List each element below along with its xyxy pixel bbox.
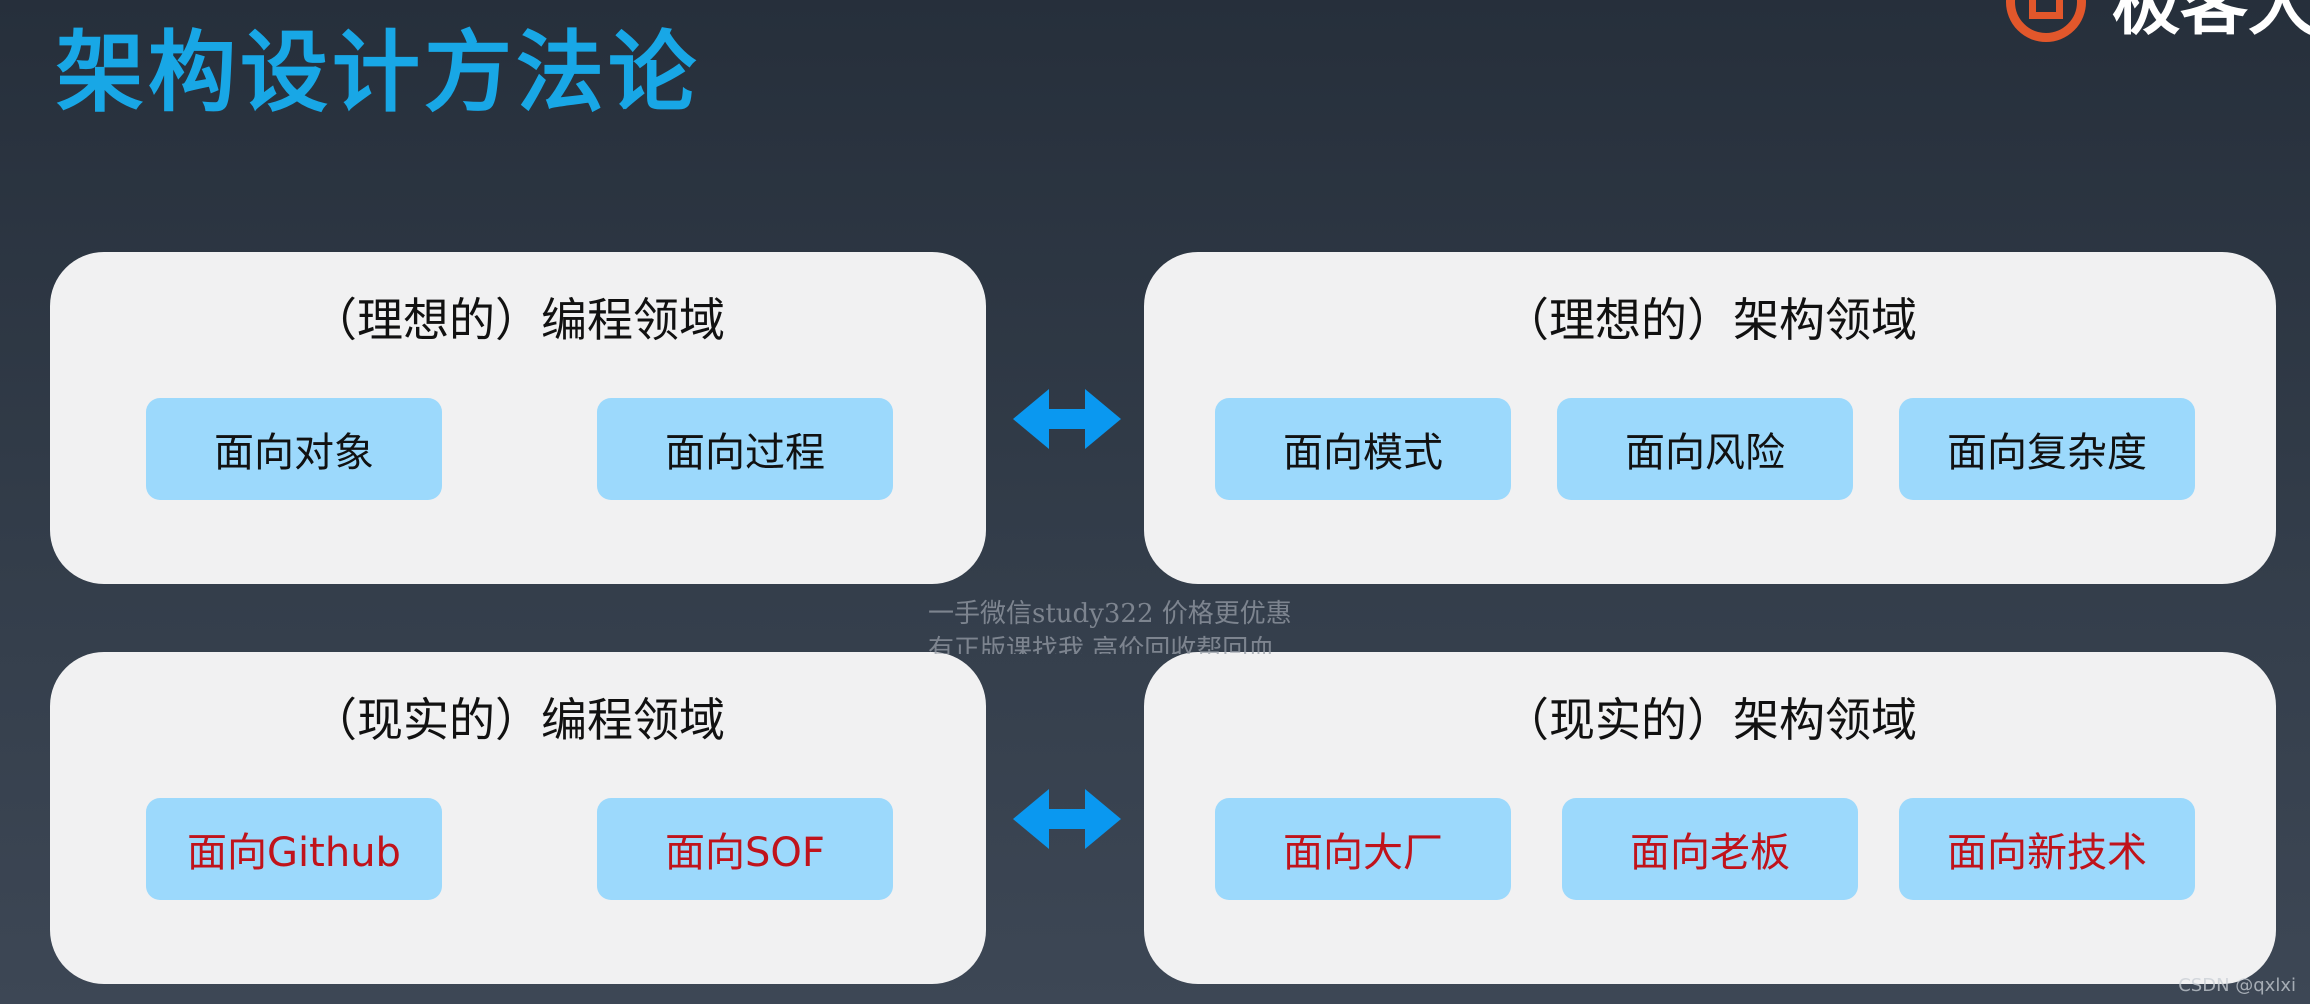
panel-ideal-programming: （理想的）编程领域 面向对象 面向过程 [50,252,986,584]
panel-real-architecture: （现实的）架构领域 面向大厂 面向老板 面向新技术 [1144,652,2276,984]
watermark-line-2: 有正版课找我 高价回收帮回血 [928,635,1275,654]
chip-procedure-oriented: 面向过程 [597,398,893,500]
panel-ideal-architecture: （理想的）架构领域 面向模式 面向风险 面向复杂度 [1144,252,2276,584]
brand-logo-icon [2006,0,2086,42]
panel-title: （现实的）架构领域 [1503,693,1917,747]
brand-logo: 极客大学 [2000,0,2310,62]
watermark-line-1: 一手微信study322 价格更优惠 [928,599,1292,629]
chip-object-oriented: 面向对象 [146,398,442,500]
panel-real-programming: （现实的）编程领域 面向Github 面向SOF [50,652,986,984]
panel-title: （理想的）架构领域 [1503,293,1917,347]
chip-big-company-oriented: 面向大厂 [1215,798,1511,900]
chip-sof-oriented: 面向SOF [597,798,893,900]
double-arrow-icon [1013,789,1121,849]
brand-logo-text: 极客大学 [2112,0,2310,45]
chip-new-tech-oriented: 面向新技术 [1899,798,2195,900]
credit-text: CSDN @qxlxi [2178,975,2296,996]
chip-complexity-oriented: 面向复杂度 [1899,398,2195,500]
chip-boss-oriented: 面向老板 [1562,798,1858,900]
chip-pattern-oriented: 面向模式 [1215,398,1511,500]
page-title: 架构设计方法论 [56,21,701,124]
chip-risk-oriented: 面向风险 [1557,398,1853,500]
panel-title: （现实的）编程领域 [311,693,725,747]
chip-github-oriented: 面向Github [146,798,442,900]
watermark-text: 一手微信study322 价格更优惠 有正版课找我 高价回收帮回血 [928,596,1292,654]
double-arrow-icon [1013,389,1121,449]
panel-title: （理想的）编程领域 [311,293,725,347]
